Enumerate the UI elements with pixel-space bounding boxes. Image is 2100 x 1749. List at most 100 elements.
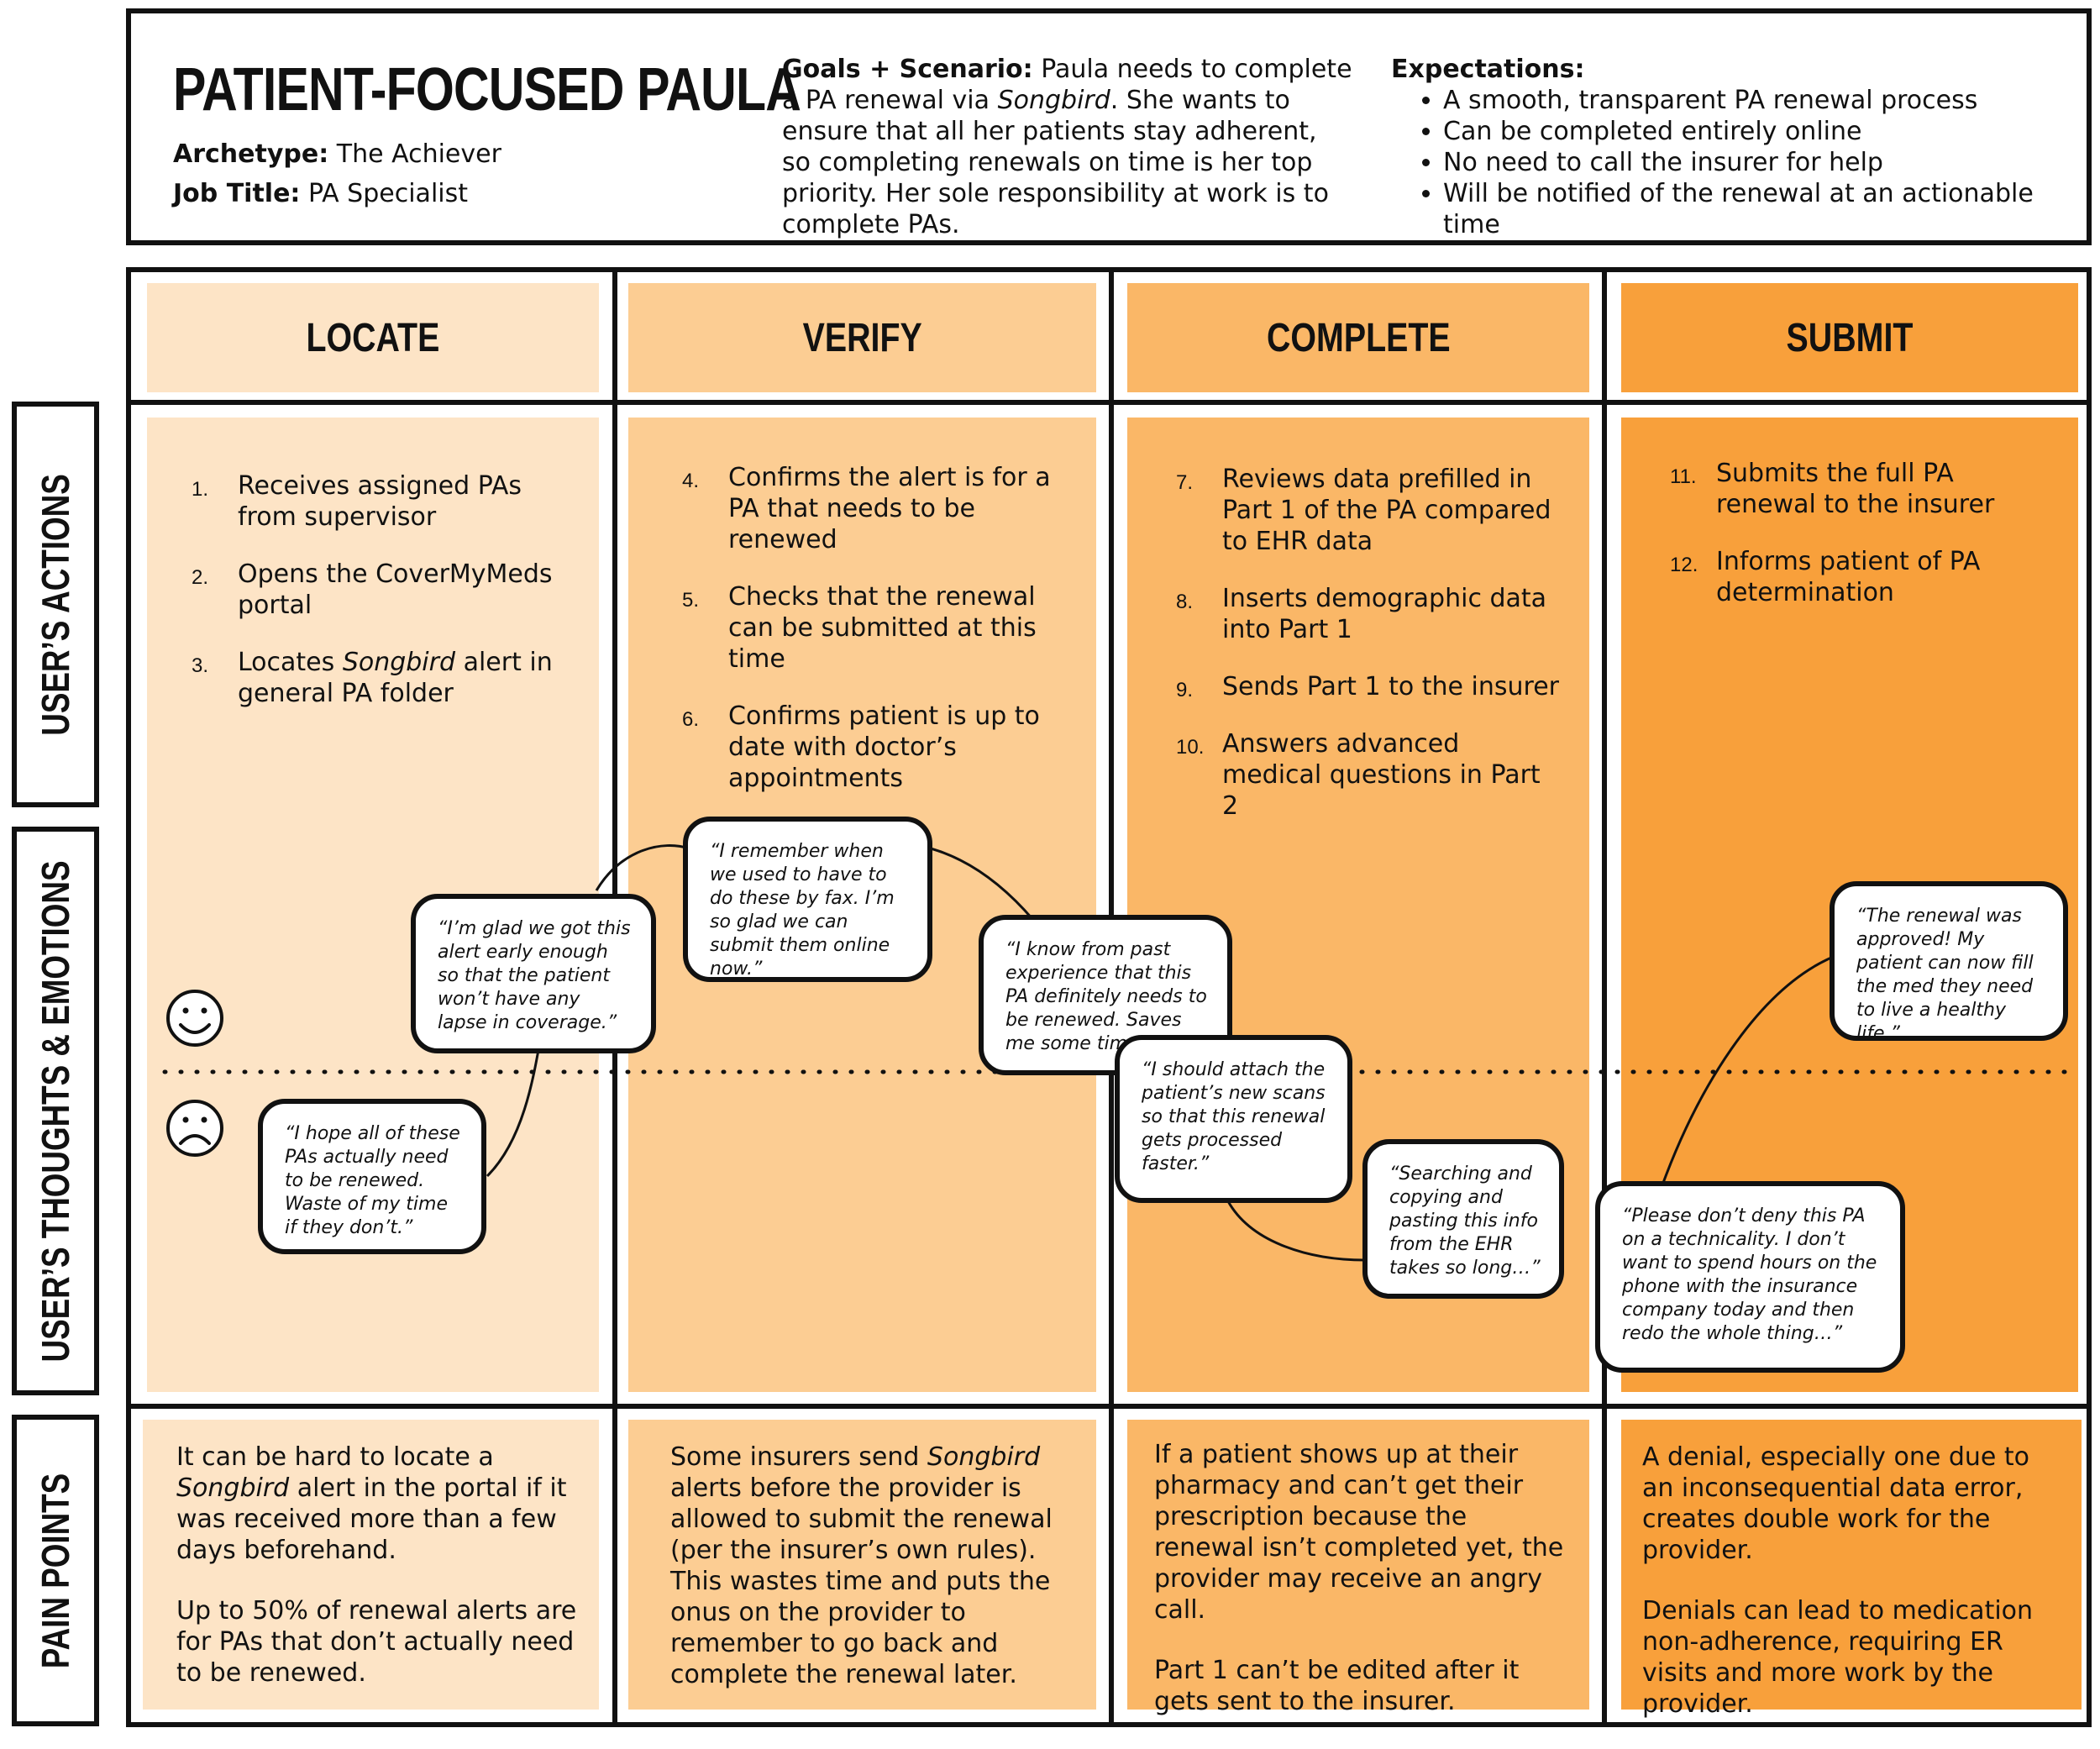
grid-divider-v3	[1602, 267, 1607, 1727]
actions-submit: 11. Submits the full PA renewal to the in…	[1670, 458, 2023, 634]
phase-locate: LOCATE	[147, 283, 599, 392]
thought-bubble-remember: “I remember when we used to have to do t…	[683, 817, 932, 982]
action-number: 2.	[192, 566, 209, 589]
expectation-item: Will be notified of the renewal at an ac…	[1443, 178, 2063, 240]
action-text: Confirms the alert is for a PA that need…	[728, 463, 1051, 554]
pain-text-songbird: Songbird	[927, 1442, 1041, 1472]
thought-bubble-deny: “Please don’t deny this PA on a technica…	[1595, 1181, 1905, 1373]
expectation-item: No need to call the insurer for help	[1443, 147, 2063, 178]
pain-text: A denial, especially one due to an incon…	[1642, 1442, 2029, 1565]
action-item: 6. Confirms patient is up to date with do…	[682, 701, 1052, 794]
smiley-face-icon	[166, 990, 223, 1047]
thought-bubble-attach: “I should attach the patient’s new scans…	[1115, 1035, 1352, 1203]
action-item: 2. Opens the CoverMyMeds portal	[192, 559, 570, 621]
goals-songbird: Songbird	[997, 86, 1110, 115]
expectations: Expectations: A smooth, transparent PA r…	[1391, 54, 2063, 240]
action-item: 5. Checks that the renewal can be submitt…	[682, 581, 1052, 675]
pain-text-pre: It can be hard to locate a	[176, 1442, 494, 1472]
action-item: 4. Confirms the alert is for a PA that ne…	[682, 462, 1052, 555]
emotion-curve	[486, 844, 1832, 1262]
action-text: Sends Part 1 to the insurer	[1222, 672, 1559, 701]
goals-text-1: Paula needs to complete a PA renewal via	[782, 55, 1352, 115]
pain-text-post: alerts before the provider is allowed to…	[670, 1473, 1053, 1689]
job-title-label: Job Title:	[173, 179, 301, 208]
pain-points-submit: A denial, especially one due to an incon…	[1642, 1442, 2062, 1749]
pain-text: Up to 50% of renewal alerts are for PAs …	[176, 1596, 577, 1688]
expectation-item: Can be completed entirely online	[1443, 116, 2063, 147]
goals-label: Goals + Scenario:	[782, 55, 1033, 84]
expectations-list: A smooth, transparent PA renewal process…	[1391, 85, 2063, 240]
pain-points-verify: Some insurers send Songbird alerts befor…	[670, 1442, 1074, 1720]
action-number: 5.	[682, 589, 700, 612]
actions-complete: 7. Reviews data prefilled in Part 1 of th…	[1176, 464, 1562, 848]
action-number: 11.	[1670, 465, 1697, 488]
action-text: Reviews data prefilled in Part 1 of the …	[1222, 465, 1551, 556]
pain-point: Part 1 can’t be edited after it gets sen…	[1154, 1655, 1574, 1717]
pain-cell-locate	[143, 1420, 599, 1710]
phase-verify-label: VERIFY	[802, 315, 922, 360]
pain-text: Denials can lead to medication non-adher…	[1642, 1596, 2034, 1719]
action-number: 8.	[1176, 591, 1194, 613]
pain-points-complete: If a patient shows up at their pharmacy …	[1154, 1439, 1574, 1746]
row-label-actions: USER’S ACTIONS	[12, 402, 99, 807]
goals-scenario: Goals + Scenario: Paula needs to complet…	[782, 54, 1353, 240]
action-text: Receives assigned PAs from supervisor	[238, 471, 522, 532]
pain-point: Denials can lead to medication non-adher…	[1642, 1595, 2062, 1720]
action-number: 12.	[1670, 554, 1698, 576]
action-number: 1.	[192, 478, 209, 501]
pain-point: It can be hard to locate a Songbird aler…	[176, 1442, 580, 1566]
pain-cell-submit	[1621, 1420, 2082, 1710]
pain-cell-verify	[628, 1420, 1096, 1710]
pain-point: Up to 50% of renewal alerts are for PAs …	[176, 1595, 580, 1689]
action-text: Answers advanced medical questions in Pa…	[1222, 729, 1541, 821]
action-number: 7.	[1176, 471, 1194, 494]
expectations-label: Expectations:	[1391, 55, 1585, 84]
pain-text: Part 1 can’t be edited after it gets sen…	[1154, 1656, 1520, 1716]
phase-complete-label: COMPLETE	[1266, 315, 1451, 360]
job-title-value: PA Specialist	[307, 179, 469, 208]
phase-complete: COMPLETE	[1127, 283, 1589, 392]
action-text: Submits the full PA renewal to the insur…	[1716, 459, 1995, 519]
archetype: Archetype: The Achiever	[173, 139, 501, 169]
action-item: 10. Answers advanced medical questions in…	[1176, 728, 1562, 822]
job-title: Job Title: PA Specialist	[173, 179, 468, 208]
action-text: Checks that the renewal can be submitted…	[728, 582, 1037, 674]
pain-text-songbird: Songbird	[176, 1473, 290, 1503]
action-number: 3.	[192, 654, 209, 677]
phase-submit-label: SUBMIT	[1786, 315, 1914, 360]
phase-locate-label: LOCATE	[306, 315, 440, 360]
action-text: Inserts demographic data into Part 1	[1222, 584, 1547, 644]
action-text: Confirms patient is up to date with doct…	[728, 701, 1040, 793]
expectation-item: A smooth, transparent PA renewal process	[1443, 85, 2063, 116]
action-text: Informs patient of PA determination	[1716, 547, 1981, 607]
action-text-pre: Locates	[238, 648, 343, 677]
action-text: Opens the CoverMyMeds portal	[238, 559, 553, 620]
grid-divider-h2	[126, 1404, 2092, 1409]
action-item: 11. Submits the full PA renewal to the in…	[1670, 458, 2023, 520]
thought-bubble-glad: “I’m glad we got this alert early enough…	[411, 894, 656, 1053]
action-item: 7. Reviews data prefilled in Part 1 of th…	[1176, 464, 1562, 557]
action-number: 9.	[1176, 679, 1194, 701]
pain-cell-complete	[1127, 1420, 1589, 1710]
pain-point: Some insurers send Songbird alerts befor…	[670, 1442, 1074, 1690]
frowning-face-icon	[166, 1100, 223, 1157]
persona-title: PATIENT-FOCUSED PAULA	[173, 56, 801, 123]
thought-bubble-searching: “Searching and copying and pasting this …	[1362, 1139, 1564, 1299]
pain-point: A denial, especially one due to an incon…	[1642, 1442, 2062, 1566]
action-item: 9. Sends Part 1 to the insurer	[1176, 671, 1562, 702]
pain-point: If a patient shows up at their pharmacy …	[1154, 1439, 1574, 1626]
action-number: 4.	[682, 470, 700, 492]
thought-bubble-approved: “The renewal was approved! My patient ca…	[1830, 881, 2068, 1044]
action-text-post: alert in general PA folder	[238, 648, 553, 708]
action-item: 1. Receives assigned PAs from supervisor	[192, 470, 570, 533]
pain-text-pre: Some insurers send	[670, 1442, 927, 1472]
action-number: 10.	[1176, 736, 1205, 759]
row-label-thoughts: USER’S THOUGHTS & EMOTIONS	[12, 827, 99, 1395]
archetype-value: The Achiever	[336, 139, 501, 169]
action-number: 6.	[682, 708, 700, 731]
archetype-label: Archetype:	[173, 139, 329, 169]
pain-points-locate: It can be hard to locate a Songbird aler…	[176, 1442, 580, 1718]
phase-verify: VERIFY	[628, 283, 1096, 392]
goals-text-2: . She wants to ensure that all her patie…	[782, 86, 1329, 239]
